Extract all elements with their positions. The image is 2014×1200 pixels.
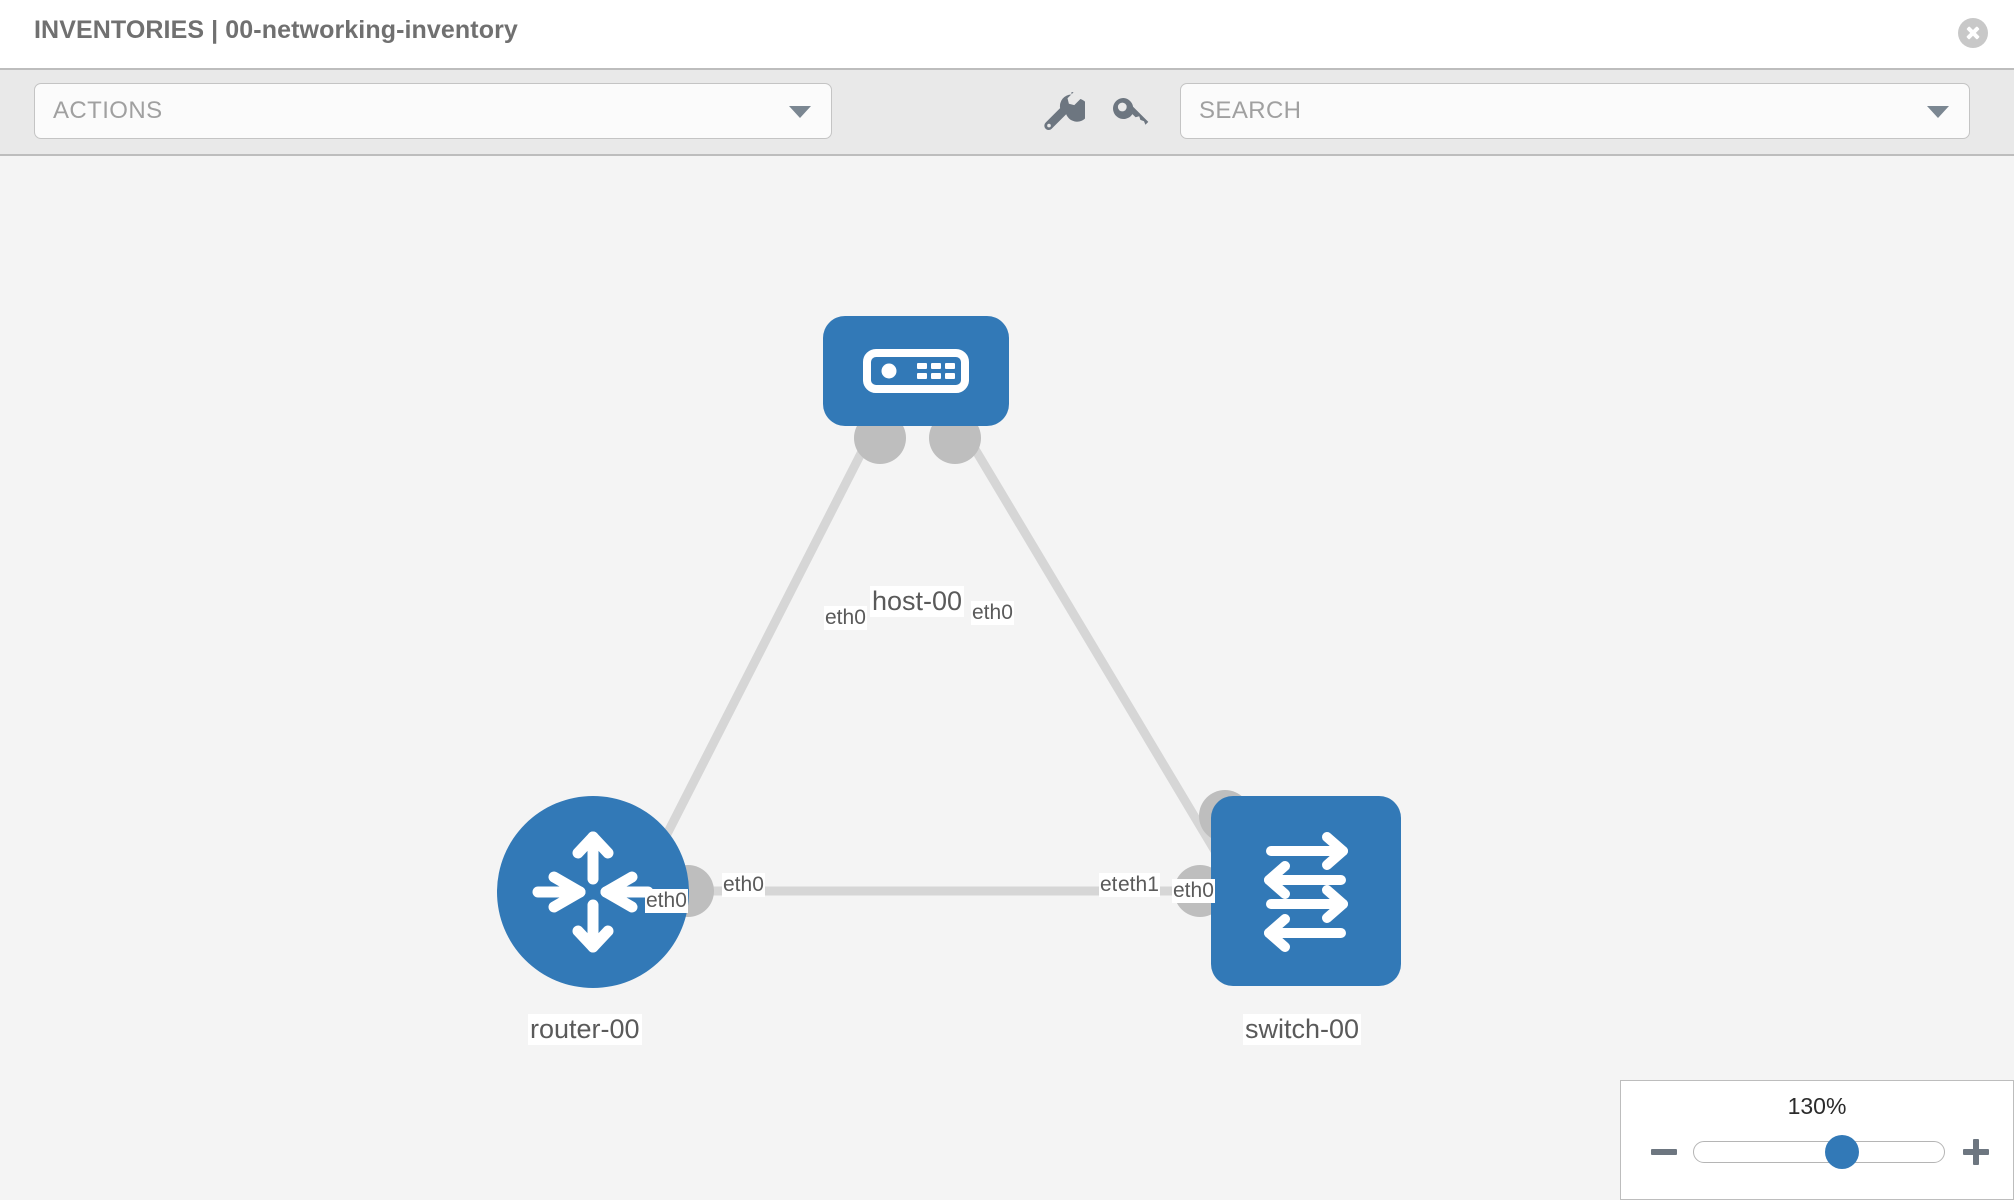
search-placeholder-label: SEARCH [1199, 97, 1302, 124]
server-icon [863, 349, 969, 393]
zoom-in-button[interactable] [1961, 1137, 1991, 1167]
switch-icon [1264, 832, 1348, 952]
link-host-router [633, 419, 881, 896]
interface-label-switch-up: eth0 [1172, 879, 1215, 904]
node-label-host-00: host-00 [870, 586, 965, 618]
key-icon[interactable] [1103, 86, 1153, 136]
chevron-down-icon [789, 106, 811, 118]
wrench-icon[interactable] [1035, 86, 1085, 136]
interface-label-host-left: eth0 [824, 606, 867, 631]
interface-label-router-up: eth0 [645, 889, 688, 914]
interface-label-router-right: eth0 [722, 873, 765, 898]
actions-dropdown-label: ACTIONS [53, 97, 163, 124]
zoom-slider-thumb[interactable] [1824, 1135, 1859, 1169]
zoom-out-button[interactable] [1649, 1137, 1679, 1167]
interface-label-host-right: eth0 [971, 601, 1014, 626]
close-icon[interactable] [1958, 18, 1988, 48]
zoom-slider-track[interactable] [1693, 1135, 1945, 1169]
router-icon [532, 831, 654, 953]
node-label-switch-00: switch-00 [1243, 1014, 1362, 1046]
search-input[interactable]: SEARCH [1180, 83, 1970, 139]
page-title: INVENTORIES | 00-networking-inventory [34, 16, 518, 44]
page-header: INVENTORIES | 00-networking-inventory [0, 0, 2014, 68]
actions-dropdown[interactable]: ACTIONS [34, 83, 832, 139]
zoom-percent-label: 130% [1787, 1093, 1847, 1119]
toolbar: ACTIONS SEARCH [0, 68, 2014, 156]
interface-label-switch-left-b: eth1 [1117, 873, 1160, 898]
node-label-router-00: router-00 [528, 1014, 642, 1046]
zoom-control-panel: 130% [1620, 1080, 2014, 1200]
topology-links [633, 412, 1251, 917]
zoom-slider-row [1621, 1133, 2013, 1173]
node-host-00[interactable] [823, 316, 1009, 426]
topology-canvas[interactable]: eth0 eth0 eth0 eth0 eth0 eth0 eth1 host-… [0, 156, 2014, 1200]
link-host-switch [955, 419, 1235, 881]
chevron-down-icon [1927, 106, 1949, 118]
node-switch-00[interactable] [1211, 796, 1401, 986]
